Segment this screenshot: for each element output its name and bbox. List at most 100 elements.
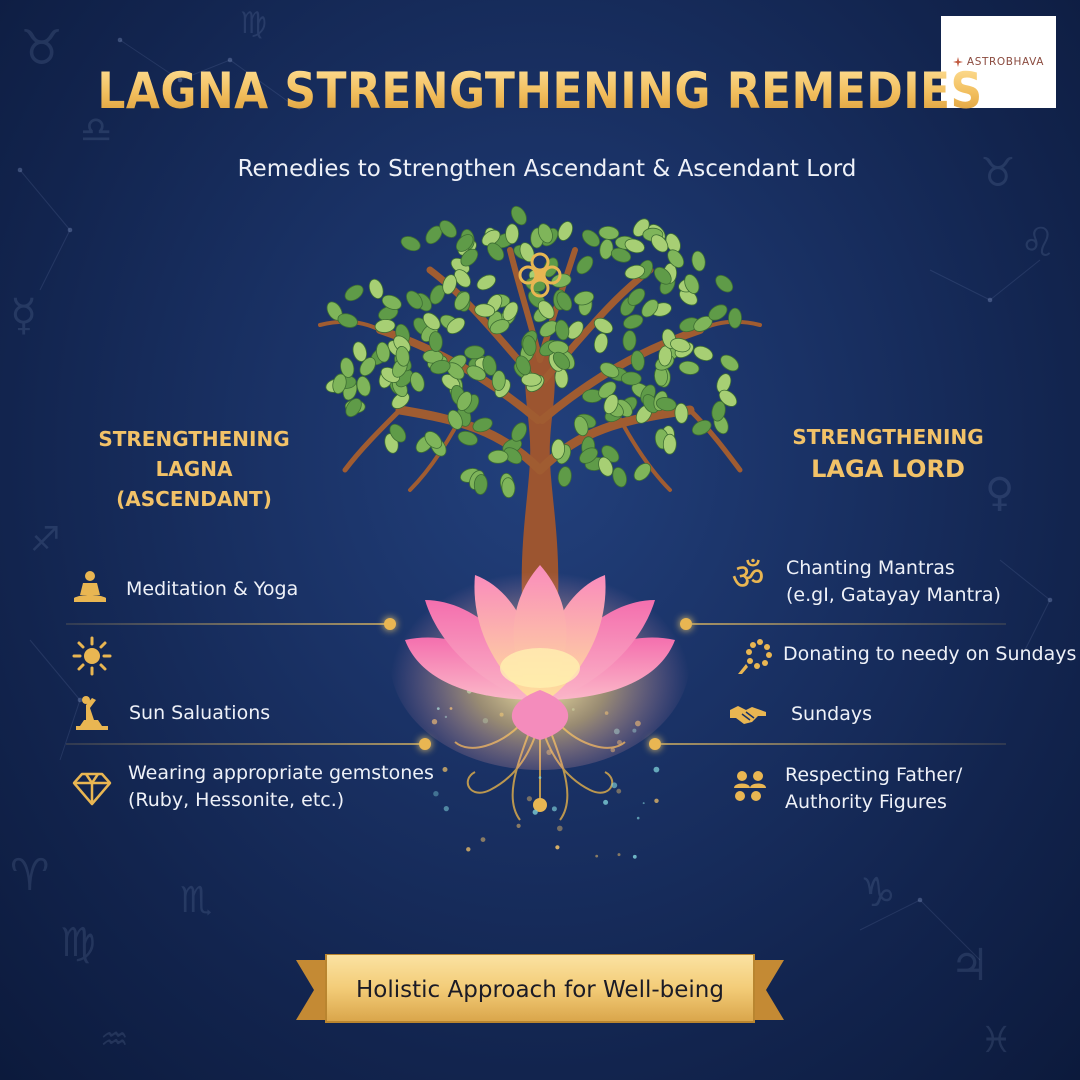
leaf	[555, 319, 570, 341]
leaf	[352, 341, 367, 362]
leaf	[359, 357, 376, 377]
brand-logo: ASTROBHAVA	[941, 16, 1056, 108]
left-section-heading: STRENGTHENING LAGNA (ASCENDANT)	[64, 424, 324, 514]
left-divider	[66, 623, 386, 625]
leaf	[662, 433, 677, 455]
leaf	[476, 274, 496, 291]
leaf	[400, 236, 421, 252]
leaf	[557, 221, 573, 241]
leaf	[623, 314, 644, 330]
leaf	[620, 371, 642, 386]
zodiac-decor-icon: ♑	[860, 870, 896, 916]
leaf	[718, 389, 738, 407]
leaf	[656, 397, 677, 412]
leaf	[573, 415, 589, 437]
people-icon	[734, 771, 766, 801]
leaf	[502, 301, 519, 321]
left-connector-dot	[419, 738, 431, 750]
sparkle-dot	[538, 776, 542, 779]
right-connector-dot	[680, 618, 692, 630]
lotus-flower	[405, 565, 675, 740]
sparkle-dot	[636, 816, 640, 820]
brand-mark-icon	[952, 57, 963, 67]
leaf	[566, 320, 584, 340]
zodiac-decor-icon: ♍	[60, 920, 96, 966]
sun-salutation-icon	[76, 696, 108, 730]
page-subtitle: Remedies to Strengthen Ascendant & Ascen…	[237, 156, 857, 182]
leaf	[598, 225, 620, 240]
page-title: LAGNA STRENGTHENING REMEDIES	[65, 62, 1015, 120]
leaf	[522, 335, 537, 356]
right-item-text: Donating to needy on Sundays	[783, 643, 1077, 665]
right-item-text: Sundays	[791, 703, 872, 725]
leaf	[678, 360, 700, 375]
leaf	[389, 423, 407, 443]
leaf	[593, 332, 609, 354]
leaf	[345, 398, 362, 418]
leaf	[641, 299, 659, 318]
leaf	[693, 345, 714, 361]
tree-leaves	[325, 205, 742, 499]
leaf	[670, 337, 691, 353]
leaf	[454, 291, 471, 311]
leaf	[455, 234, 474, 252]
leaf	[503, 447, 523, 465]
sparkle-dot	[603, 799, 609, 805]
leaf	[460, 248, 479, 267]
leaf	[424, 431, 443, 449]
leaf	[491, 370, 506, 391]
leaf	[428, 331, 443, 352]
leaf	[378, 305, 399, 321]
leaf	[505, 223, 520, 245]
right-item-text: Chanting Mantras (e.gI, Gatayay Mantra)	[786, 555, 1001, 609]
leaf	[410, 371, 425, 393]
leaf	[521, 372, 542, 387]
zodiac-decor-icon: ♉	[20, 20, 64, 76]
leaf	[622, 330, 637, 351]
leaf	[610, 247, 632, 263]
zodiac-decor-icon: ♃	[950, 940, 990, 991]
sparkle-dot	[516, 823, 521, 829]
sparkle-dot	[654, 798, 659, 803]
zodiac-decor-icon: ♉	[980, 150, 1016, 196]
sparkle-dot	[617, 853, 621, 857]
leaf	[457, 430, 478, 446]
left-item-line: (Ruby, Hessonite, etc.)	[128, 789, 345, 811]
zodiac-decor-icon: ♌	[1020, 220, 1056, 266]
sparkle-dot	[642, 802, 645, 805]
leaf	[429, 284, 446, 305]
leaf	[515, 355, 531, 376]
zodiac-decor-icon: ☿	[10, 290, 38, 341]
leaf	[442, 274, 457, 295]
leaf	[487, 449, 509, 464]
sparkle-dot	[653, 766, 660, 773]
leaf	[581, 229, 601, 247]
sparkle-dot	[532, 809, 538, 815]
sparkle-dot	[466, 847, 471, 852]
leaf	[489, 319, 510, 335]
right-connector-dot	[649, 738, 661, 750]
zodiac-decor-icon: ♓	[980, 1020, 1013, 1061]
root-drop	[533, 798, 547, 812]
right-section-heading: STRENGTHENING LAGA LORD	[772, 422, 1004, 484]
zodiac-decor-icon: ♏	[180, 880, 213, 921]
leaf	[473, 474, 488, 495]
zodiac-decor-icon: ♎	[80, 110, 113, 151]
sparkle-dot	[616, 788, 622, 794]
sparkle-dot	[442, 767, 448, 772]
brand-name: ASTROBHAVA	[967, 56, 1044, 68]
right-divider	[690, 623, 1006, 625]
zodiac-decor-icon: ♒	[100, 1020, 129, 1058]
leaf	[653, 266, 672, 285]
leaf	[474, 303, 496, 318]
sparkle-dot	[595, 854, 599, 858]
leaf	[454, 269, 471, 288]
sparkle-dot	[632, 854, 637, 859]
left-heading-line: LAGNA	[155, 457, 233, 481]
leaf	[630, 350, 645, 372]
leaf	[537, 300, 555, 320]
leaf	[406, 290, 423, 310]
leaf	[556, 291, 573, 311]
